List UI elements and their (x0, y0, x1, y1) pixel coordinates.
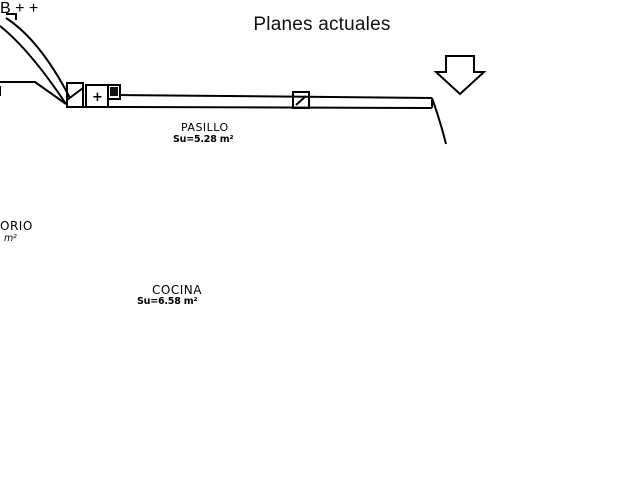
outlet-symbol-bottom-left: + (15, 0, 25, 17)
plan-title: Planes actuales (0, 14, 640, 36)
outlet-symbol-bottom: + (28, 0, 39, 17)
plan-title-text: Planes actuales (253, 14, 391, 35)
room-label-pasillo: PASILLO (181, 121, 229, 134)
corridor-top-wall (66, 82, 447, 145)
switch-symbol (110, 87, 118, 96)
room-area-pasillo: Su=5.28 m² (173, 134, 234, 145)
room-area-cocina: Su=6.58 m² (137, 296, 198, 307)
room-label-dormitorio: ORIO (0, 219, 33, 233)
section-marker-b (433, 55, 487, 96)
room-area-dormitorio: m² (4, 233, 17, 244)
room-label-cocina: COCINA (152, 283, 202, 297)
entry-door (0, 13, 71, 105)
outlet-symbol: + (92, 90, 103, 105)
section-marker-label: B (0, 0, 11, 17)
